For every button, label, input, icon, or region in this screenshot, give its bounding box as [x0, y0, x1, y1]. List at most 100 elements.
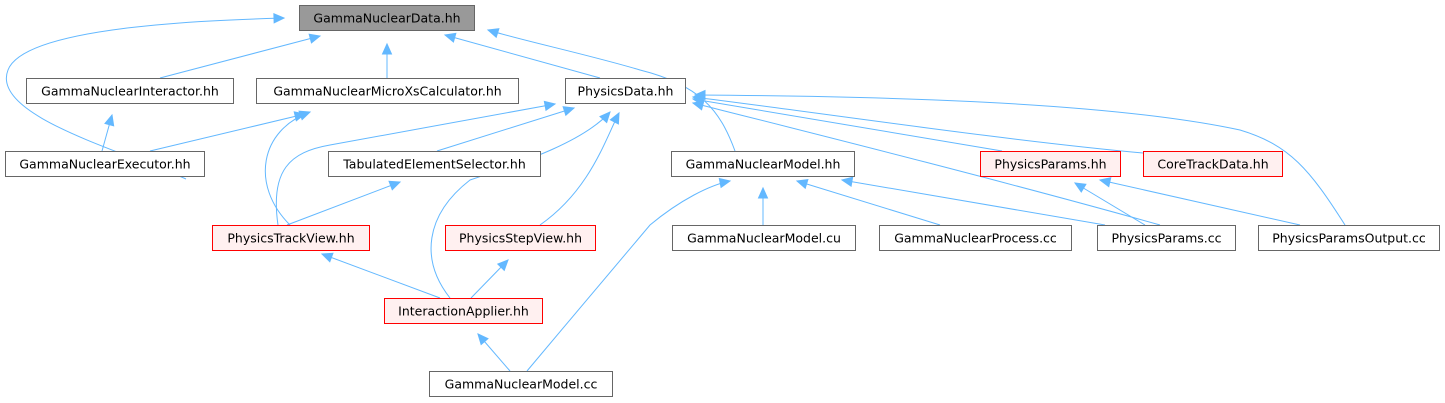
node-label[interactable]: PhysicsParamsOutput.cc: [1272, 231, 1426, 246]
node-gamma-nuclear-micro-xs-calculator[interactable]: GammaNuclearMicroXsCalculator.hh: [256, 78, 519, 104]
edge-line: [487, 29, 736, 152]
arrowhead-icon: [486, 28, 500, 39]
node-gamma-nuclear-interactor[interactable]: GammaNuclearInteractor.hh: [26, 78, 234, 104]
edge-PhysicsParamsOutput-to-PhysicsParamsHH: [1098, 177, 1301, 226]
edges-layer: [5, 13, 1346, 372]
edge-GammaNuclearModelHH-to-GammaNuclearData: [486, 28, 736, 152]
arrowhead-icon: [795, 179, 809, 190]
node-physics-step-view[interactable]: PhysicsStepView.hh: [445, 225, 596, 251]
node-gamma-nuclear-executor[interactable]: GammaNuclearExecutor.hh: [5, 151, 205, 177]
arrowhead-icon: [308, 33, 322, 44]
edge-line: [692, 98, 1003, 152]
arrowhead-icon: [840, 176, 854, 187]
node-physics-params-cc[interactable]: PhysicsParams.cc: [1097, 225, 1236, 251]
node-box[interactable]: [299, 5, 475, 31]
node-box[interactable]: [672, 225, 856, 251]
arrowhead-icon: [599, 111, 611, 124]
node-box[interactable]: [1258, 225, 1440, 251]
arrowhead-icon: [320, 252, 334, 263]
edge-InteractionApplier-to-PhysicsStepView: [470, 259, 509, 299]
node-label[interactable]: PhysicsParams.hh: [994, 157, 1106, 172]
edge-line: [275, 103, 556, 226]
edge-line: [539, 112, 620, 226]
node-label[interactable]: GammaNuclearModel.cc: [445, 377, 598, 392]
node-label[interactable]: PhysicsStepView.hh: [459, 231, 582, 246]
edge-line: [436, 107, 575, 152]
node-box[interactable]: [671, 151, 855, 177]
node-gamma-nuclear-model-cc[interactable]: GammaNuclearModel.cc: [429, 371, 613, 397]
node-physics-params-hh[interactable]: PhysicsParams.hh: [980, 151, 1121, 177]
node-label[interactable]: GammaNuclearExecutor.hh: [19, 157, 190, 172]
node-core-track-data[interactable]: CoreTrackData.hh: [1143, 151, 1283, 177]
node-label[interactable]: PhysicsTrackView.hh: [227, 231, 354, 246]
edge-PhysicsStepView-to-PhysicsData: [539, 111, 620, 226]
edge-PhysicsParamsOutput-to-PhysicsData: [693, 89, 1346, 226]
node-box[interactable]: [445, 225, 596, 251]
node-physics-data[interactable]: PhysicsData.hh: [565, 78, 686, 104]
node-label[interactable]: GammaNuclearModel.hh: [686, 157, 841, 172]
arrowhead-icon: [477, 333, 489, 346]
node-physics-params-output[interactable]: PhysicsParamsOutput.cc: [1258, 225, 1440, 251]
edge-GammaNuclearExecutor-to-GammaNuclearInteractor: [101, 113, 115, 152]
edge-GammaNuclearModelCC-to-GammaNuclearModelHH: [526, 177, 732, 372]
arrowhead-icon: [693, 89, 706, 101]
arrowhead-icon: [609, 111, 620, 125]
node-box[interactable]: [429, 371, 613, 397]
node-label[interactable]: GammaNuclearProcess.cc: [894, 231, 1057, 246]
node-box[interactable]: [980, 151, 1121, 177]
edge-PhysicsTrackView-to-PhysicsData: [275, 100, 557, 226]
arrowhead-icon: [381, 42, 393, 55]
node-interaction-applier[interactable]: InteractionApplier.hh: [384, 298, 543, 324]
edge-PhysicsTrackView-to-GammaNuclearMicroXsCalculator: [264, 110, 312, 226]
node-box[interactable]: [1097, 225, 1236, 251]
edge-PhysicsParamsHH-to-PhysicsData: [691, 95, 1003, 152]
edge-line: [159, 35, 321, 79]
node-label[interactable]: GammaNuclearMicroXsCalculator.hh: [273, 84, 501, 99]
node-box[interactable]: [328, 151, 541, 177]
node-label[interactable]: GammaNuclearData.hh: [313, 11, 460, 26]
edge-PhysicsParamsCC-to-GammaNuclearModelHH: [840, 176, 1106, 226]
node-tabulated-element-selector[interactable]: TabulatedElementSelector.hh: [328, 151, 541, 177]
node-box[interactable]: [26, 78, 234, 104]
edge-PhysicsParamsCC-to-PhysicsData: [691, 100, 1161, 226]
node-label[interactable]: PhysicsData.hh: [578, 84, 674, 99]
node-gamma-nuclear-model-cu[interactable]: GammaNuclearModel.cu: [672, 225, 856, 251]
edge-TabulatedElementSelector-to-PhysicsData: [436, 106, 576, 152]
edge-line: [1099, 179, 1301, 226]
edge-line: [841, 179, 1106, 226]
node-box[interactable]: [879, 225, 1072, 251]
node-gamma-nuclear-model-hh[interactable]: GammaNuclearModel.hh: [671, 151, 855, 177]
node-gamma-nuclear-process[interactable]: GammaNuclearProcess.cc: [879, 225, 1072, 251]
node-label[interactable]: InteractionApplier.hh: [398, 304, 529, 319]
node-box[interactable]: [384, 298, 543, 324]
node-box[interactable]: [256, 78, 519, 104]
edge-GammaNuclearProcess-to-GammaNuclearModelHH: [795, 179, 941, 226]
node-physics-track-view[interactable]: PhysicsTrackView.hh: [212, 225, 370, 251]
node-label[interactable]: CoreTrackData.hh: [1157, 157, 1268, 172]
edge-GammaNuclearExecutor-to-GammaNuclearData: [5, 13, 286, 180]
edge-line: [321, 253, 441, 299]
edge-line: [526, 180, 731, 372]
node-label[interactable]: GammaNuclearModel.cu: [687, 231, 841, 246]
node-box[interactable]: [1143, 151, 1283, 177]
edge-GammaNuclearModelCC-to-InteractionApplier: [477, 333, 511, 372]
node-label[interactable]: GammaNuclearInteractor.hh: [41, 84, 219, 99]
node-label[interactable]: PhysicsParams.cc: [1111, 231, 1221, 246]
edge-GammaNuclearExecutor-to-GammaNuclearMicroXsCalculator: [149, 111, 307, 152]
edge-CoreTrackData-to-PhysicsData: [691, 93, 1144, 154]
arrowhead-icon: [104, 113, 115, 127]
node-box[interactable]: [565, 78, 686, 104]
node-label[interactable]: TabulatedElementSelector.hh: [342, 157, 526, 172]
arrowhead-icon: [718, 177, 732, 189]
edge-line: [264, 111, 311, 226]
node-box[interactable]: [212, 225, 370, 251]
edge-line: [430, 111, 611, 299]
node-gamma-nuclear-data[interactable]: GammaNuclearData.hh: [299, 5, 475, 31]
edge-GammaNuclearModelCU-to-GammaNuclearModelHH: [757, 186, 769, 225]
edge-GammaNuclearMicroXsCalculator-to-GammaNuclearData: [381, 42, 393, 78]
edge-InteractionApplier-to-PhysicsData: [430, 111, 611, 299]
node-box[interactable]: [5, 151, 205, 177]
edge-line: [5, 17, 285, 180]
arrowhead-icon: [1073, 182, 1087, 193]
edge-InteractionApplier-to-PhysicsTrackView: [320, 252, 441, 299]
